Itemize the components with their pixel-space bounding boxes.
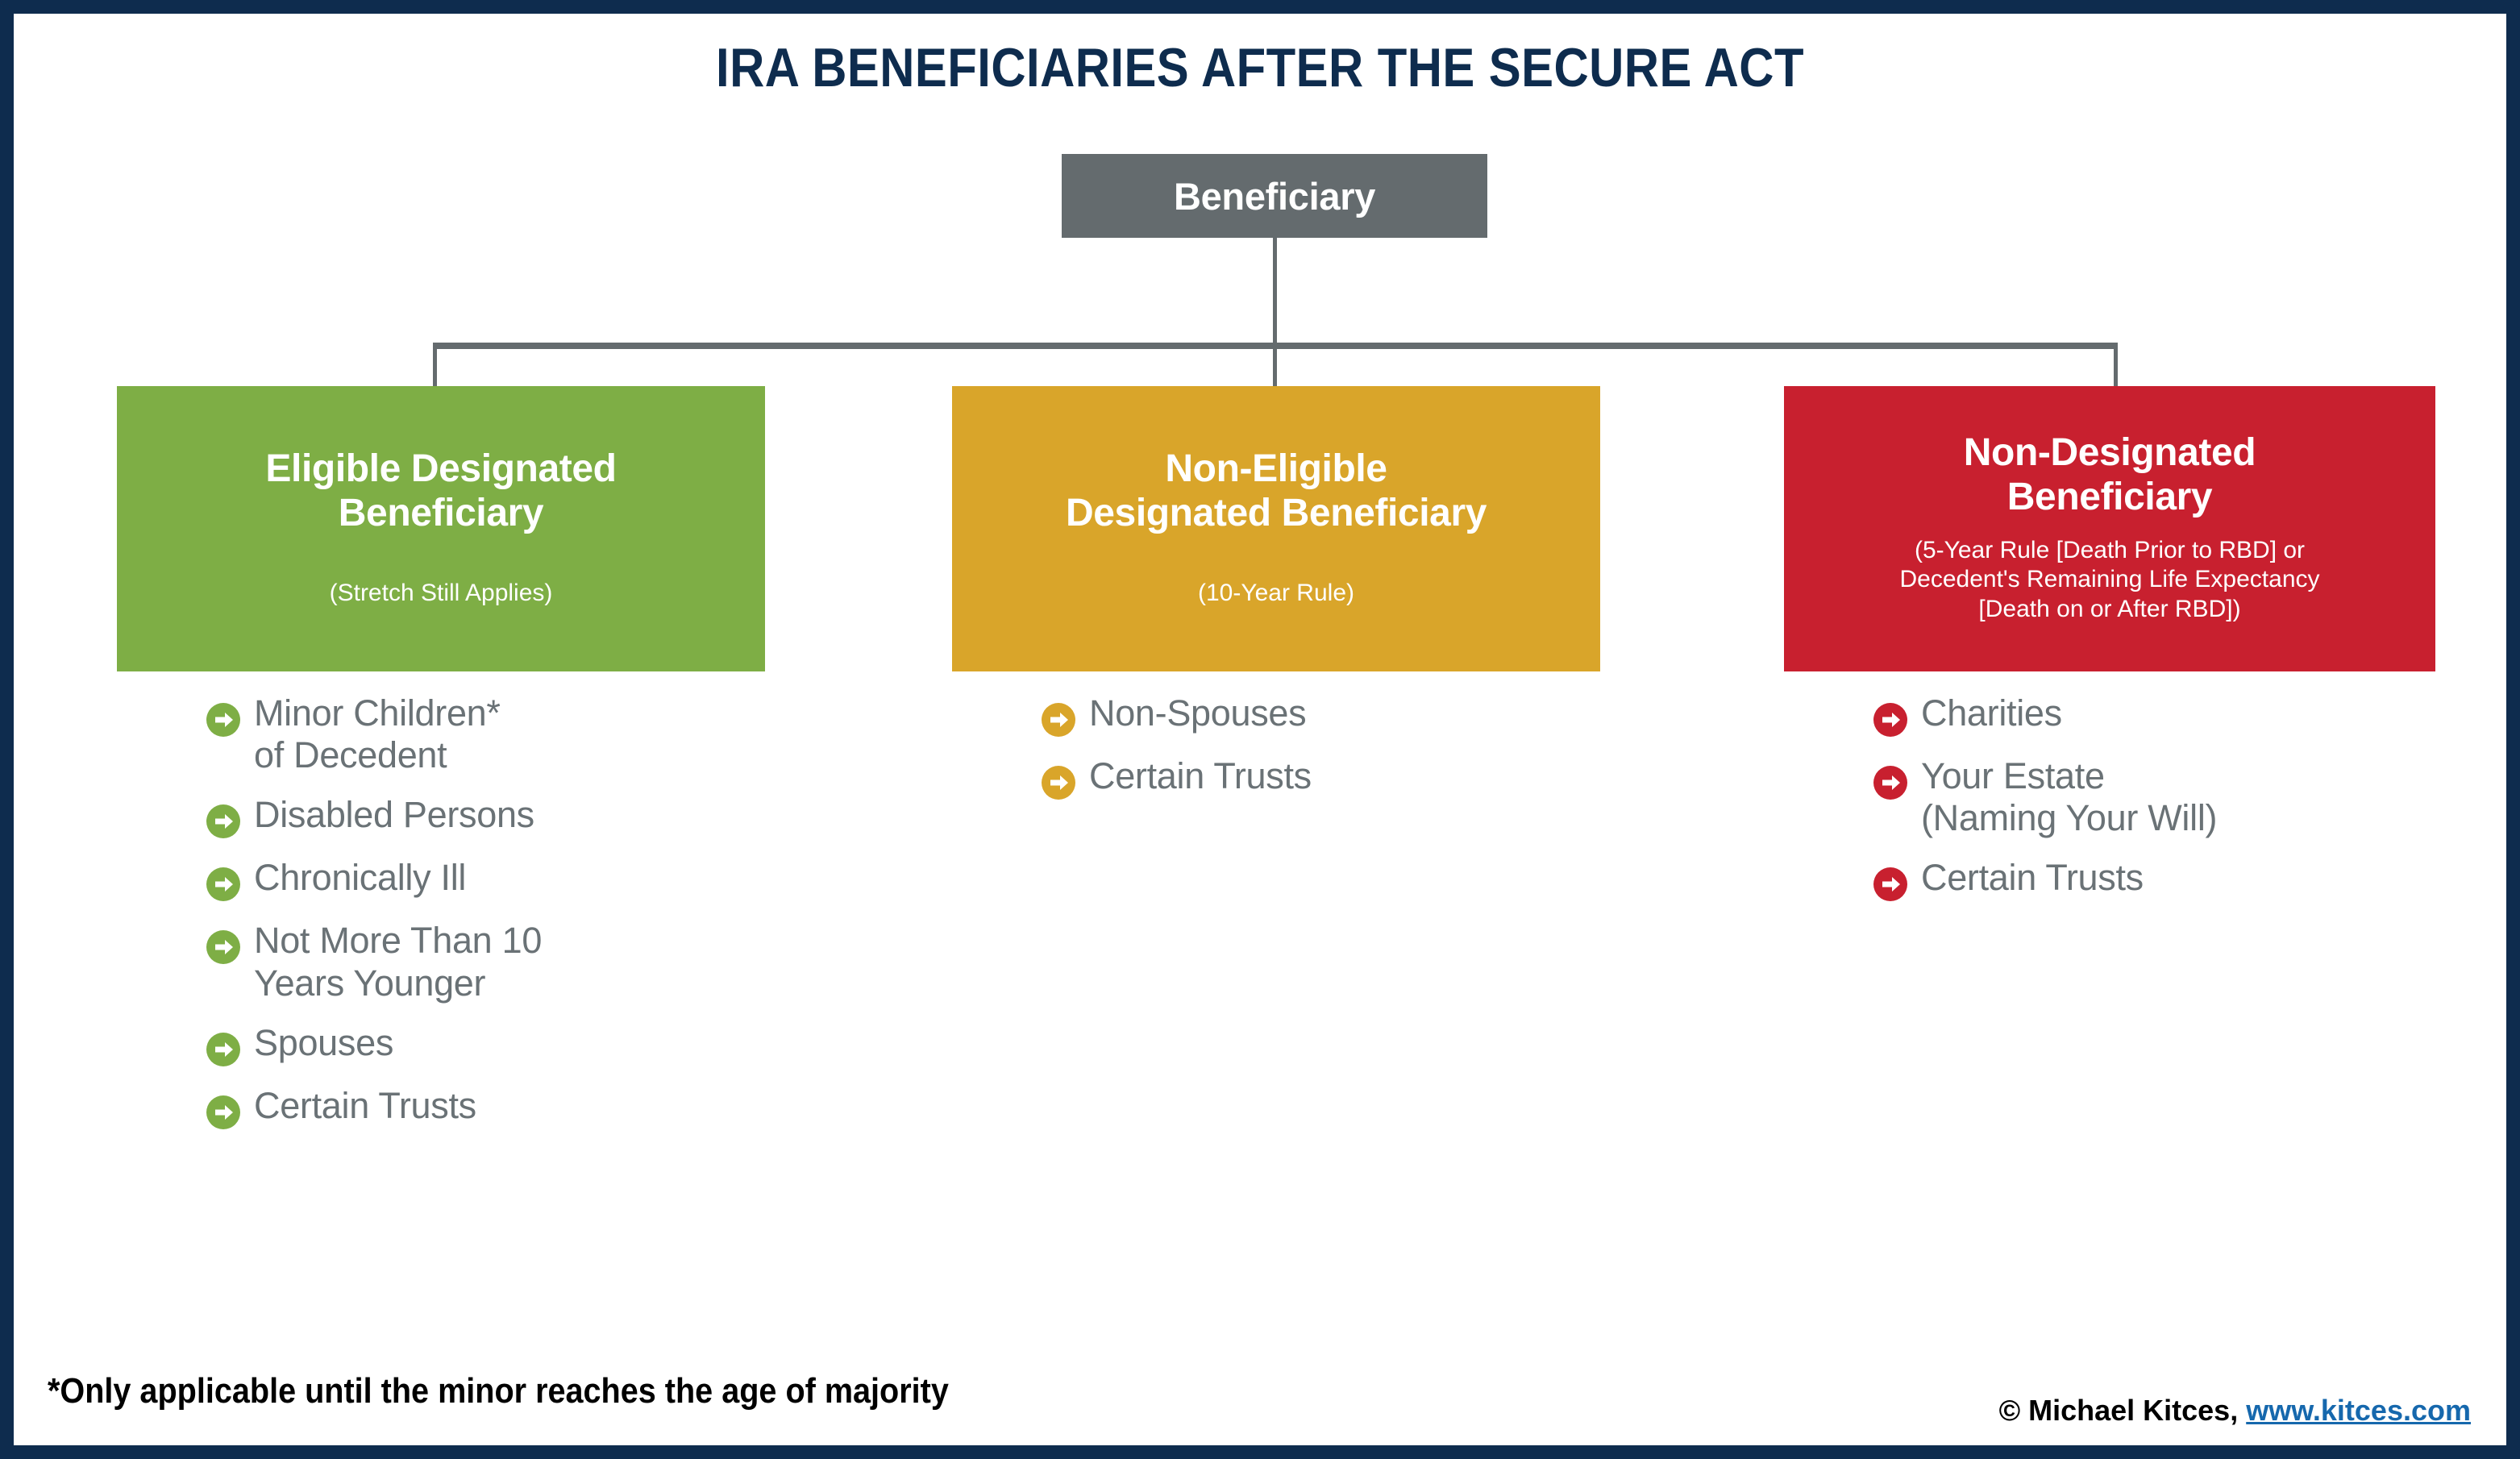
arrow-right-circle-icon [1873,867,1908,902]
root-node-label: Beneficiary [1173,174,1376,218]
list-item: Charities [1873,692,2435,738]
list-item-label: Chronically Ill [254,857,467,899]
category-title: Eligible Designated Beneficiary [265,447,617,534]
arrow-right-circle-icon [206,1032,241,1067]
arrow-right-circle-icon [1041,765,1076,800]
list-item: Non-Spouses [1041,692,1600,738]
category-header-eligible-designated-beneficiary: Eligible Designated Beneficiary (Stretch… [117,386,765,671]
arrow-right-circle-icon [1873,765,1908,800]
root-node-beneficiary: Beneficiary [1062,154,1487,238]
connector-stem [1273,238,1277,346]
footnote: *Only applicable until the minor reaches… [48,1371,949,1411]
kitces-website-link[interactable]: www.kitces.com [2246,1394,2471,1427]
category-title: Non-Eligible Designated Beneficiary [1065,447,1487,534]
category-header-non-eligible-designated-beneficiary: Non-Eligible Designated Beneficiary (10-… [952,386,1600,671]
list-item-label: Minor Children* of Decedent [254,692,501,776]
list-item: Spouses [206,1022,765,1067]
arrow-right-circle-icon [206,804,241,839]
bullet-list-non-eligible: Non-Spouses Certain Trusts [952,692,1600,800]
arrow-right-circle-icon [1041,702,1076,738]
arrow-right-circle-icon [206,867,241,902]
arrow-right-circle-icon [1873,702,1908,738]
list-item: Certain Trusts [1873,857,2435,902]
category-title: Non-Designated Beneficiary [1963,431,2256,519]
list-item: Disabled Persons [206,794,765,839]
list-item-label: Certain Trusts [254,1084,476,1126]
list-item: Certain Trusts [1041,755,1600,800]
arrow-right-circle-icon [206,702,241,738]
arrow-right-circle-icon [206,1095,241,1130]
list-item-label: Non-Spouses [1089,692,1307,734]
list-item: Certain Trusts [206,1085,765,1130]
category-subtitle: (Stretch Still Applies) [329,580,553,607]
category-subtitle: (10-Year Rule) [1198,580,1354,607]
bullet-list-non-designated: Charities Your Estate (Naming Your Will)… [1784,692,2435,902]
list-item: Minor Children* of Decedent [206,692,765,776]
list-item-label: Your Estate (Naming Your Will) [1921,755,2218,839]
list-item: Not More Than 10 Years Younger [206,920,765,1004]
category-column-eligible-designated-beneficiary: Eligible Designated Beneficiary (Stretch… [117,386,765,1148]
list-item: Chronically Ill [206,857,765,902]
copyright-text: © Michael Kitces, [1998,1394,2239,1427]
category-header-non-designated-beneficiary: Non-Designated Beneficiary (5-Year Rule … [1784,386,2435,671]
list-item-label: Spouses [254,1021,394,1063]
list-item-label: Certain Trusts [1921,857,2144,899]
list-item-label: Charities [1921,692,2062,734]
list-item-label: Disabled Persons [254,794,534,836]
category-subtitle: (5-Year Rule [Death Prior to RBD] or Dec… [1899,536,2320,623]
connector-horizontal-bar [433,343,2118,349]
list-item-label: Not More Than 10 Years Younger [254,920,543,1004]
arrow-right-circle-icon [206,929,241,965]
infographic-canvas: IRA BENEFICIARIES AFTER THE SECURE ACT B… [14,14,2506,1445]
page-title: IRA BENEFICIARIES AFTER THE SECURE ACT [716,37,1804,98]
credit-line: © Michael Kitces, www.kitces.com [1999,1394,2471,1428]
list-item-label: Certain Trusts [1089,755,1312,796]
bullet-list-eligible: Minor Children* of Decedent Disabled Per… [117,692,765,1130]
list-item: Your Estate (Naming Your Will) [1873,755,2435,839]
category-column-non-eligible-designated-beneficiary: Non-Eligible Designated Beneficiary (10-… [952,386,1600,818]
category-column-non-designated-beneficiary: Non-Designated Beneficiary (5-Year Rule … [1784,386,2435,920]
